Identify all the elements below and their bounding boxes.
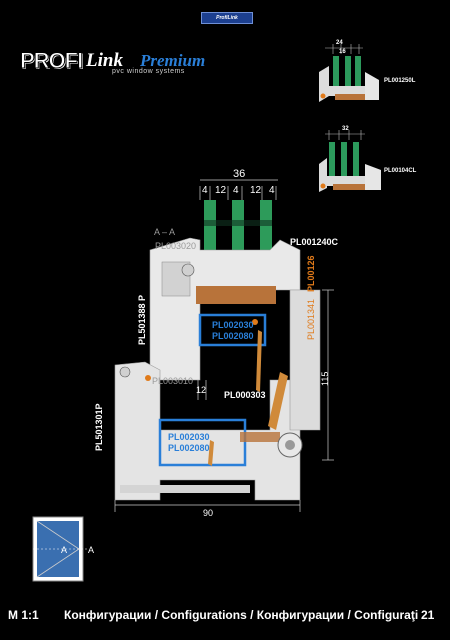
profilink-logo: ProfiLink	[201, 12, 253, 24]
code-inner-1b: PL002080	[212, 331, 254, 341]
thumbnail-2	[319, 130, 381, 192]
sash-frame	[149, 237, 301, 381]
brand-logo: PROFI Link Premium pvc window systems	[19, 48, 230, 78]
glass-dim-5: 4	[269, 185, 275, 196]
window-legend-icon	[32, 516, 89, 582]
scale-label: M 1:1	[8, 608, 39, 622]
glass-dim-2: 12	[215, 185, 227, 196]
page-number: 21	[421, 608, 435, 622]
legend-a-outer: A	[88, 545, 95, 555]
code-pl00126: PL00126	[306, 255, 316, 292]
header-logo: ProfiLink	[0, 0, 450, 24]
thumb1-dim-a: 24	[336, 40, 343, 46]
code-pl001240c: PL001240C	[290, 237, 339, 247]
code-pl003020: PL003020	[155, 241, 197, 251]
code-pl003010: PL003010	[152, 376, 194, 386]
glass-dim-1: 4	[202, 185, 208, 196]
brand-premium: Premium	[140, 51, 206, 70]
code-inner-1a: PL002030	[212, 320, 254, 330]
offset-dim: 12	[196, 385, 207, 395]
footer: M 1:1 Конфигурации / Configurations / Ко…	[0, 600, 450, 630]
brand-tagline: pvc window systems	[112, 68, 185, 75]
thumb1-dim-b: 16	[339, 49, 346, 55]
width-dim: 90	[203, 508, 214, 518]
thumb2-dim: 32	[342, 126, 349, 132]
glass-dim-3: 4	[233, 185, 239, 196]
profile-drawing	[32, 44, 381, 582]
code-pl001341: PL001341	[306, 298, 316, 340]
code-inner-2b: PL002080	[168, 443, 210, 453]
height-dim: 115	[320, 371, 330, 386]
configurations-label: Конфигурации / Configurations / Конфигур…	[64, 608, 419, 622]
code-pl000303: PL000303	[224, 390, 266, 400]
code-inner-2a: PL002030	[168, 432, 210, 442]
code-pl501301p: PL501301P	[94, 403, 104, 451]
glass-total-dim: 36	[233, 168, 246, 180]
legend-a-inner: A	[61, 545, 68, 555]
section-label: A – A	[154, 227, 176, 237]
brand-link: Link	[86, 50, 123, 71]
brand-profi: PROFI	[19, 48, 83, 74]
thumb1-code: PL001250L	[384, 78, 416, 84]
screws	[208, 330, 288, 466]
thumbnail-1	[319, 44, 379, 102]
thumb2-code: PL00104CL	[384, 168, 417, 174]
glass-dim-4: 12	[250, 185, 262, 196]
code-pl501388p: PL501388 P	[137, 294, 147, 345]
outer-frame	[114, 289, 321, 501]
